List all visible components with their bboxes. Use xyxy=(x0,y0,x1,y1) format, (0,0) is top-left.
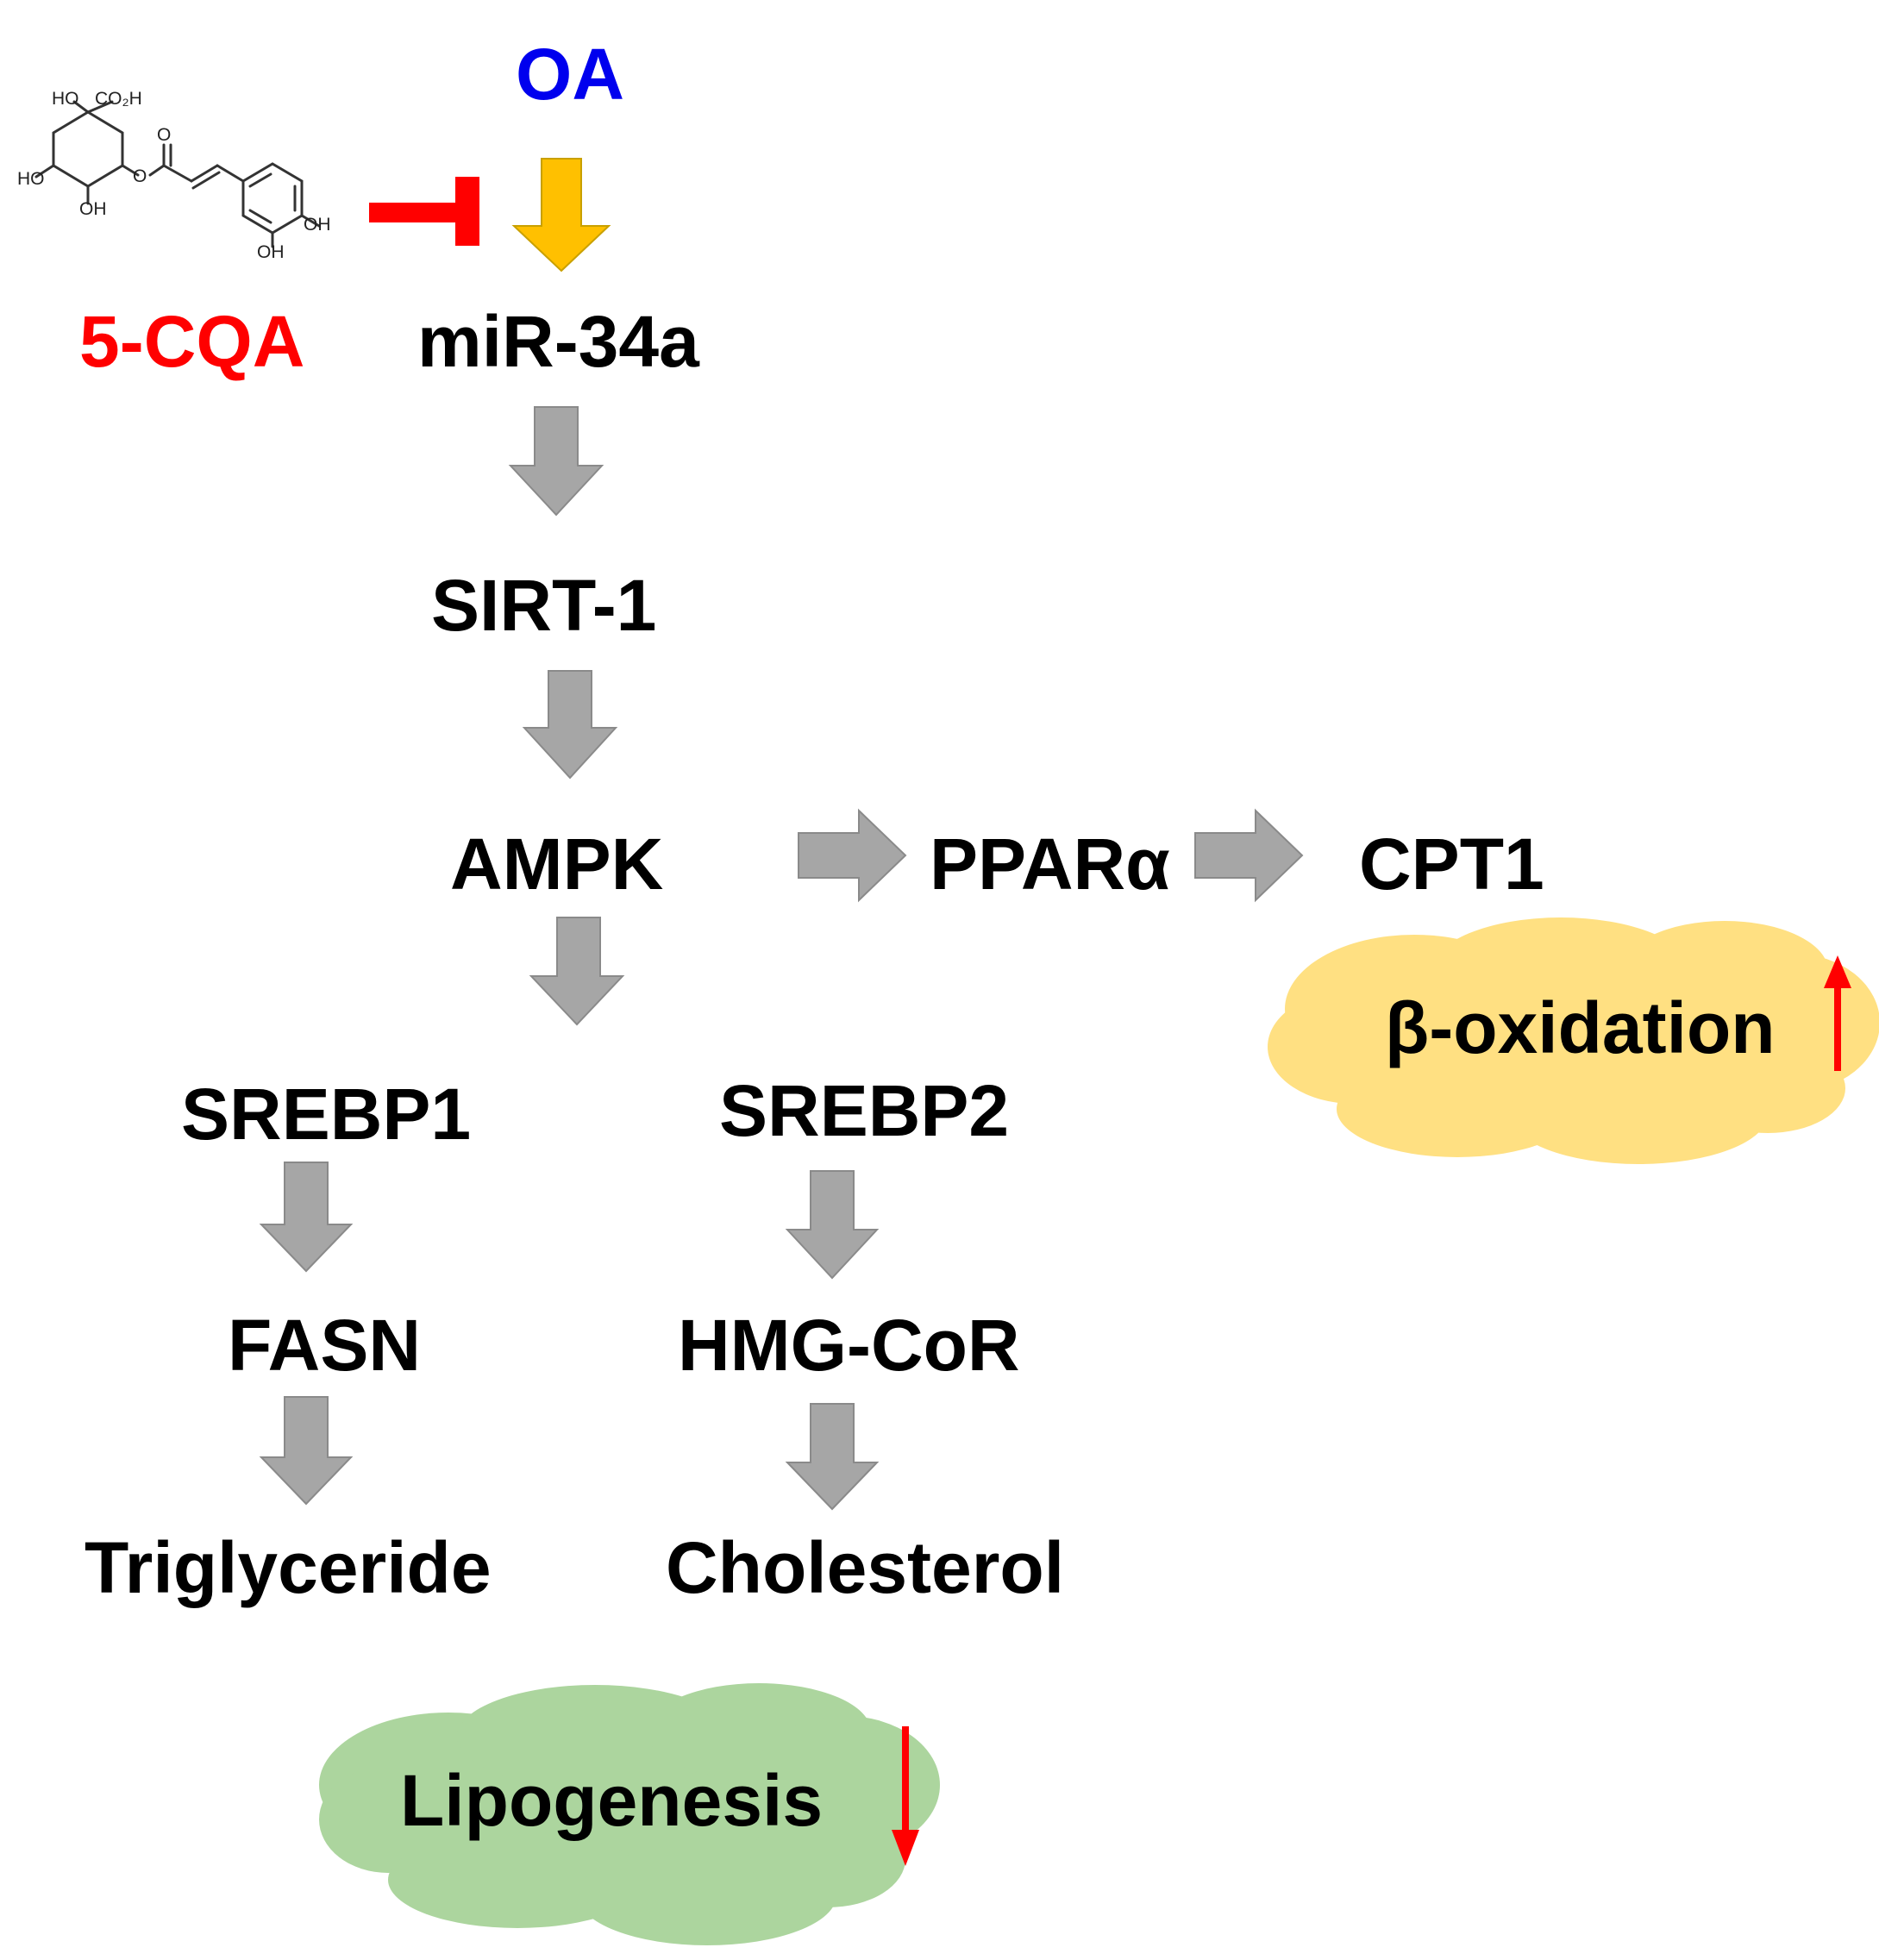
boxidation-label: β-oxidation xyxy=(1385,987,1776,1068)
hmgcor-label: HMG-CoR xyxy=(678,1305,1020,1386)
ampk-to-srebp-arrow-icon xyxy=(529,917,625,1026)
inhibition-bar-icon xyxy=(369,177,479,246)
lipogenesis-label: Lipogenesis xyxy=(400,1760,824,1841)
decrease-arrow-icon xyxy=(892,1726,919,1866)
oa-induction-arrow-icon xyxy=(511,158,611,272)
mol-atom-ester-o: O xyxy=(133,166,147,186)
mol-atom-co2h: CO₂H xyxy=(95,89,142,109)
cpt1-label: CPT1 xyxy=(1359,823,1544,905)
mol-atom-ho-left: HO xyxy=(17,169,45,189)
ampk-to-ppara-arrow-icon xyxy=(798,808,907,903)
srebp2-label: SREBP2 xyxy=(719,1070,1010,1151)
fasn-to-triglyceride-arrow-icon xyxy=(259,1396,354,1506)
sirt1-label: SIRT-1 xyxy=(431,565,657,646)
mol-atom-oh-bottom: OH xyxy=(79,199,107,219)
mol-atom-ring-oh-right: OH xyxy=(304,215,331,235)
srebp2-to-hmgcor-arrow-icon xyxy=(785,1170,880,1280)
mir34a-label: miR-34a xyxy=(417,301,699,382)
ppara-label: PPARα xyxy=(930,823,1170,905)
ampk-label: AMPK xyxy=(450,823,664,905)
cholesterol-label: Cholesterol xyxy=(666,1527,1065,1608)
mol-atom-ho-top: HO xyxy=(52,89,79,109)
cqa-label: 5-CQA xyxy=(79,301,305,382)
srebp1-to-fasn-arrow-icon xyxy=(259,1162,354,1273)
hmgcor-to-cholesterol-arrow-icon xyxy=(785,1403,880,1511)
chlorogenic-acid-structure-icon xyxy=(34,100,321,248)
triglyceride-label: Triglyceride xyxy=(85,1527,492,1608)
lipogenesis-cloud-icon xyxy=(319,1683,940,1945)
mol-atom-ring-oh-bottom: OH xyxy=(257,242,285,262)
fasn-label: FASN xyxy=(228,1305,422,1386)
oa-label: OA xyxy=(516,34,624,115)
srebp1-label: SREBP1 xyxy=(181,1074,472,1155)
mir34a-to-sirt1-arrow-icon xyxy=(508,406,604,517)
oxidation-cloud-icon xyxy=(1268,917,1879,1164)
increase-arrow-icon xyxy=(1824,955,1851,1071)
sirt1-to-ampk-arrow-icon xyxy=(522,670,618,780)
ppara-to-cpt1-arrow-icon xyxy=(1194,808,1304,903)
mol-atom-carbonyl-o: O xyxy=(157,125,172,145)
